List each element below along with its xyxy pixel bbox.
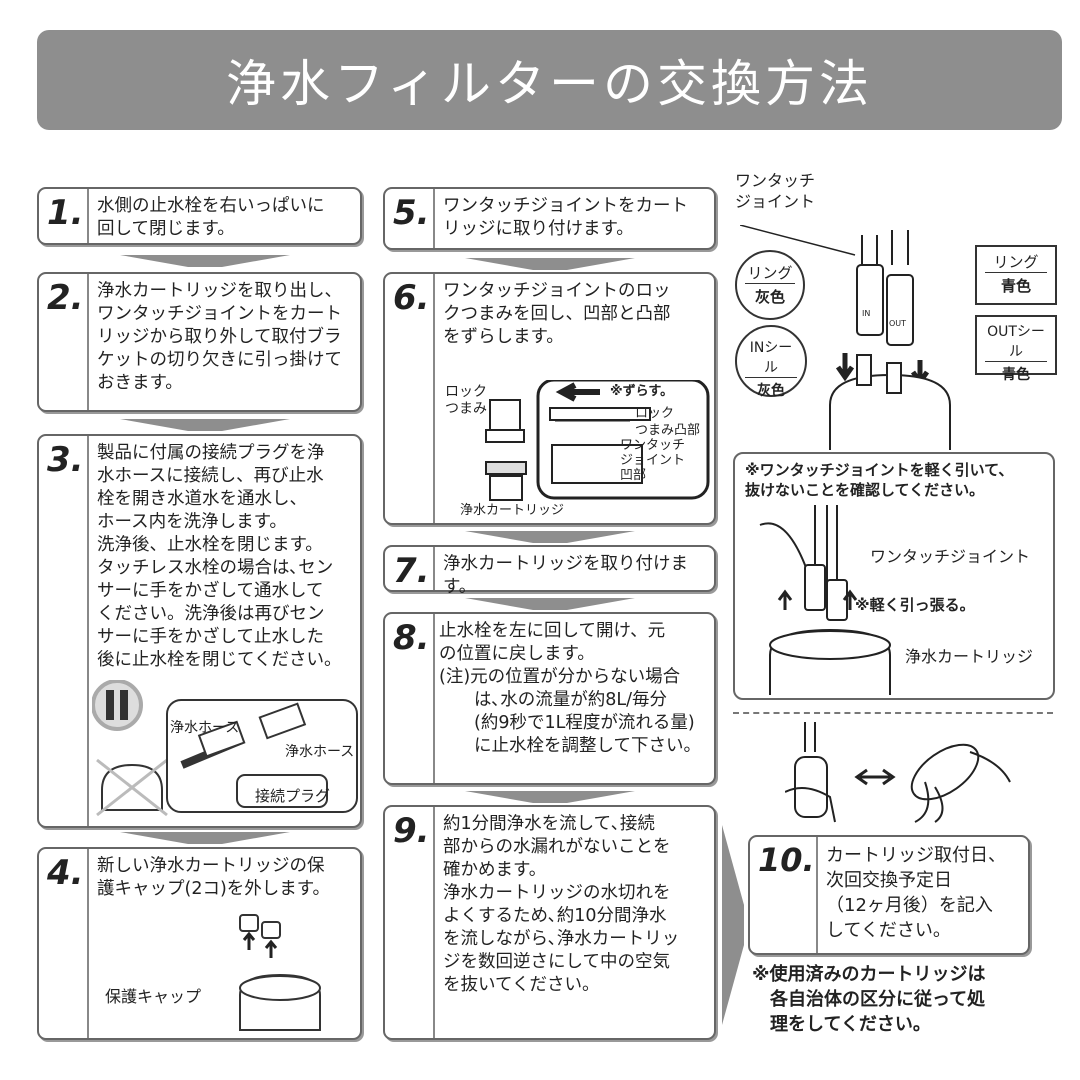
lock-knob-label: ロック つまみ: [445, 384, 487, 417]
ring-label: リング: [985, 251, 1047, 273]
step-text: 約1分間浄水を流して､接続 部からの水漏れがないことを 確かめます。 浄水カート…: [443, 814, 680, 995]
step-number: 2.: [39, 274, 89, 410]
out-seal-callout: OUTシール青色: [975, 315, 1057, 383]
check-panel: [733, 452, 1055, 700]
step-2: 2.浄水カートリッジを取り出し、 ワンタッチジョイントをカート リッジから取り外…: [37, 272, 362, 412]
down-arrow-icon: [465, 791, 635, 803]
out-seal-label: OUTシール: [985, 321, 1047, 362]
step-text: ワンタッチジョイントのロッ クつまみを回し、凹部と凸部 をずらします。: [443, 281, 671, 347]
blue-label: 青色: [1000, 277, 1031, 295]
gray-label: 灰色: [757, 383, 785, 399]
step-number: 10.: [750, 837, 818, 953]
step-10: 10.カートリッジ取付日、 次回交換予定日 （12ヶ月後）を記入 してください。: [748, 835, 1030, 955]
blue-label: 青色: [1002, 367, 1030, 383]
in-mark: IN: [862, 309, 871, 318]
out-mark: OUT: [889, 319, 907, 328]
down-arrow-icon: [120, 255, 290, 267]
down-arrow-icon: [465, 258, 635, 270]
down-arrow-icon: [465, 531, 635, 543]
step-8: 8.止水栓を左に回して開け、元 の位置に戻します。 (注)元の位置が分からない場…: [383, 612, 716, 785]
down-arrow-icon: [120, 419, 290, 431]
step-number: 9.: [385, 807, 435, 1038]
ring-blue-callout: リング青色: [975, 245, 1057, 305]
divider: [733, 712, 1053, 714]
disposal-note: ※使用済みのカートリッジは 各自治体の区分に従って処 理をしてください。: [752, 964, 986, 1035]
ring-label: リング: [745, 262, 795, 284]
step-5: 5.ワンタッチジョイントをカート リッジに取り付けます。: [383, 187, 716, 250]
step-text: 製品に付属の接続プラグを浄 水ホースに接続し、再び止水 栓を開き水道水を通水し、…: [97, 443, 342, 670]
step-text: 止水栓を左に回して開け、元 の位置に戻します。 (注)元の位置が分からない場合 …: [439, 621, 701, 756]
joint-label: ワンタッチ ジョイント: [735, 171, 816, 211]
cap-label: 保護キャップ: [105, 987, 202, 1006]
lock-convex-label: ロック つまみ凸部: [635, 406, 701, 438]
step-1: 1.水側の止水栓を右いっぱいに 回して閉じます。: [37, 187, 362, 245]
down-arrow-icon: [465, 598, 635, 610]
step-text: 水側の止水栓を右いっぱいに 回して閉じます。: [97, 196, 325, 239]
cartridge-joint-illustration: [740, 225, 951, 450]
step-number: 3.: [39, 436, 89, 826]
step-number: 1.: [39, 189, 89, 243]
invert-cartridge-illustration: [785, 722, 1011, 823]
step-number: 5.: [385, 189, 435, 248]
step-7: 7.浄水カートリッジを取り付けます。: [383, 545, 716, 597]
joint-concave-label: ワンタッチ ジョイント 凹部: [620, 438, 686, 483]
joint-label: ワンタッチジョイント: [870, 547, 1031, 566]
plug-label: 接続プラグ: [255, 787, 331, 805]
step-3: 3.製品に付属の接続プラグを浄 水ホースに接続し、再び止水 栓を開き水道水を通水…: [37, 434, 362, 828]
step-text: 浄水カートリッジを取り付けます。: [443, 554, 688, 597]
step-text: 浄水カートリッジを取り出し、 ワンタッチジョイントをカート リッジから取り外して…: [97, 281, 342, 393]
step-number: 7.: [385, 547, 435, 591]
down-arrow-icon: [120, 832, 290, 844]
shift-label: ※ずらす。: [610, 384, 674, 399]
lock-knob-illustration: [485, 380, 710, 501]
in-seal-callout: INシール灰色: [735, 325, 807, 399]
cartridge-cap-illustration: [239, 914, 321, 1031]
cartridge-label: 浄水カートリッジ: [460, 503, 565, 518]
step-text: カートリッジ取付日、 次回交換予定日 （12ヶ月後）を記入 してください。: [826, 845, 1006, 941]
page-title: 浄水フィルターの交換方法: [37, 30, 1062, 130]
step-text: ワンタッチジョイントをカート リッジに取り付けます。: [443, 196, 688, 239]
step-text: 新しい浄水カートリッジの保 護キャップ(2コ)を外します。: [97, 856, 331, 899]
hose-label: 浄水ホース: [285, 744, 355, 760]
step-9: 9.約1分間浄水を流して､接続 部からの水漏れがないことを 確かめます。 浄水カ…: [383, 805, 716, 1040]
right-arrow-icon: [722, 825, 744, 1025]
ring-gray-callout: リング灰色: [735, 250, 805, 320]
step-number: 8.: [385, 614, 435, 783]
check-note: ※ワンタッチジョイントを軽く引いて、 抜けないことを確認してください。: [745, 461, 1014, 499]
pull-check-illustration: [759, 505, 891, 695]
hose-label: 浄水ホース: [170, 720, 240, 736]
step-number: 4.: [39, 849, 89, 1038]
in-seal-label: INシール: [745, 337, 797, 378]
cartridge-label: 浄水カートリッジ: [905, 647, 1034, 666]
pull-label: ※軽く引っ張る。: [855, 596, 975, 614]
step-number: 6.: [385, 274, 435, 523]
gray-label: 灰色: [754, 288, 785, 306]
hose-plug-illustration: [92, 680, 358, 817]
